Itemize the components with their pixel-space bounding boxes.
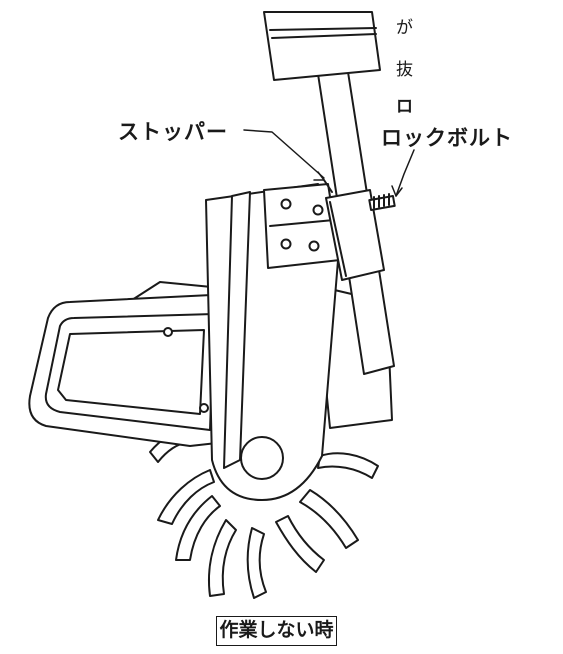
- text-fragment-1: が: [396, 18, 413, 38]
- stopper-label: ストッパー: [118, 120, 228, 144]
- tiller-tines: [149, 429, 379, 599]
- figure-caption: 作業しない時: [216, 616, 337, 646]
- leader-lines: [243, 129, 415, 197]
- handle-top: [263, 11, 381, 81]
- handle-clamp: [323, 179, 385, 281]
- lock-bolt-label: ロックボルト: [381, 126, 513, 150]
- mounting-plate: [263, 183, 341, 269]
- text-fragment-3: ロ: [396, 97, 413, 117]
- fender-guard: [28, 293, 237, 447]
- text-fragment-2: 抜: [396, 60, 413, 80]
- lock-bolt: [368, 193, 396, 212]
